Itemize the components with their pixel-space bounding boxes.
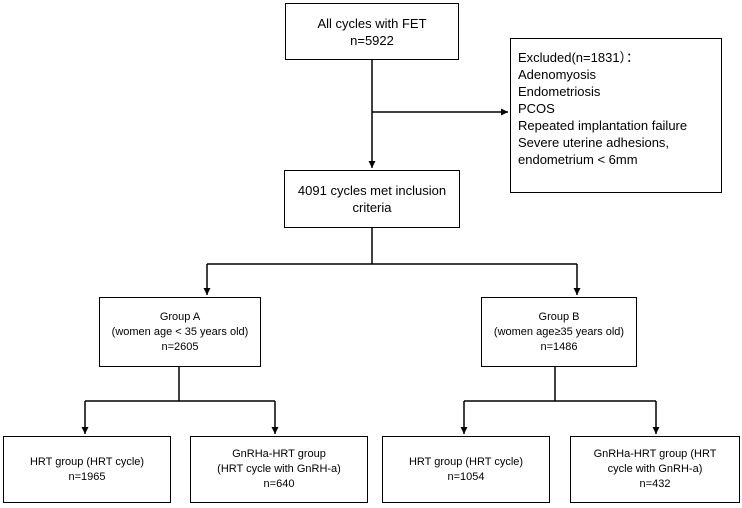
node-b-gnrha-line-2: cycle with GnRH-a)	[607, 463, 703, 475]
node-all-cycles-line-2: n=5922	[350, 32, 394, 48]
node-a-gnrha-line-2: (HRT cycle with GnRH-a)	[217, 463, 341, 475]
node-a-gnrha: GnRHa-HRT group (HRT cycle with GnRH-a) …	[190, 436, 368, 503]
node-group-a-line-2: (women age < 35 years old)	[111, 325, 249, 338]
node-b-hrt: HRT group (HRT cycle) n=1054	[382, 436, 550, 503]
node-a-hrt-line-1: HRT group (HRT cycle)	[29, 455, 145, 468]
node-group-b-line-3: n=1486	[540, 340, 578, 353]
node-group-a-line-1: Group A	[159, 310, 201, 323]
node-inclusion: 4091 cycles met inclusion criteria	[284, 170, 460, 228]
node-excluded-line-2: Adenomyosis	[518, 67, 597, 82]
node-group-a-line-3: n=2605	[161, 340, 199, 353]
node-excluded-line-3: Endometriosis	[518, 84, 601, 99]
node-group-b-line-1: Group B	[538, 310, 580, 323]
node-excluded-line-4: PCOS	[518, 101, 555, 116]
node-b-hrt-line-1: HRT group (HRT cycle)	[408, 455, 524, 468]
node-b-hrt-line-2: n=1054	[447, 470, 485, 483]
node-all-cycles-line-1: All cycles with FET	[317, 15, 427, 31]
node-a-gnrha-line-1: GnRHa-HRT group	[232, 448, 326, 460]
node-group-b: Group B (women age≥35 years old) n=1486	[481, 297, 637, 367]
node-b-gnrha: GnRHa-HRT group (HRT cycle with GnRH-a) …	[570, 436, 740, 503]
node-excluded-line-6: Severe uterine adhesions,	[518, 135, 670, 150]
node-b-gnrha-line-3: n=432	[639, 478, 671, 490]
node-a-hrt-line-2: n=1965	[68, 470, 106, 483]
node-a-hrt: HRT group (HRT cycle) n=1965	[3, 436, 171, 503]
node-excluded-line-7: endometrium < 6mm	[518, 152, 638, 167]
node-a-gnrha-line-3: n=640	[263, 478, 295, 490]
node-group-a: Group A (women age < 35 years old) n=260…	[99, 297, 261, 367]
node-inclusion-line-1: 4091 cycles met inclusion	[297, 183, 447, 198]
node-excluded-line-1: Excluded(n=1831）：	[518, 50, 640, 65]
node-excluded: Excluded(n=1831）： Adenomyosis Endometrio…	[510, 38, 722, 193]
node-excluded-line-5: Repeated implantation failure	[518, 118, 688, 133]
node-inclusion-line-2: criteria	[352, 200, 392, 215]
node-b-gnrha-line-1: GnRHa-HRT group (HRT	[593, 448, 717, 460]
node-group-b-line-2: (women age≥35 years old)	[493, 325, 625, 338]
node-all-cycles: All cycles with FET n=5922	[285, 3, 459, 60]
